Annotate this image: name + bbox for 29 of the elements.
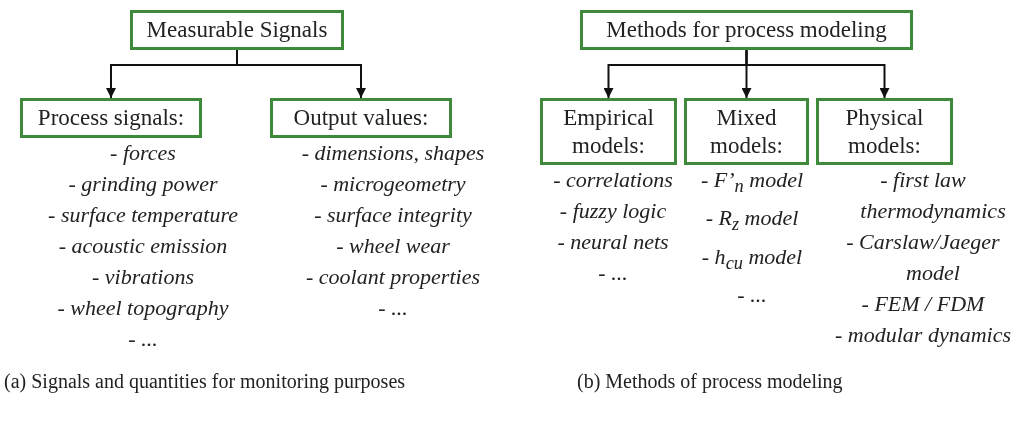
list-item: - Carslaw/Jaeger model (845, 228, 1001, 287)
arrow (745, 49, 890, 99)
figure-caption: (b) Methods of process modeling (577, 369, 844, 395)
list-item: - vibrations (90, 263, 196, 291)
list-item: - wheel wear (335, 232, 451, 260)
list-item: - grinding power (67, 170, 219, 198)
list-item: - surface temperature (47, 201, 239, 229)
list-item: - modular dynamics (834, 321, 1012, 349)
list-item: - surface integrity (313, 201, 473, 229)
list-item: - microgeometry (319, 170, 467, 198)
list-item: - wheel topography (56, 294, 230, 322)
category-box: Measurable Signals (130, 10, 344, 50)
list-item: - R$_{z}$ model (704, 204, 800, 237)
category-box: Methods for process modeling (580, 10, 913, 50)
list-item: - coolant properties (305, 263, 481, 291)
figure-caption: (a) Signals and quantities for monitoring purposes (4, 369, 407, 395)
list-item: - ... (597, 259, 629, 287)
list-item: - dimensions, shapes (300, 139, 486, 167)
list-item: - fuzzy logic (558, 197, 668, 225)
list-item: - acoustic emission (57, 232, 229, 260)
list-item: - forces (109, 139, 177, 167)
list-item: - correlations (552, 166, 674, 194)
list-item: - F’$_{n}$ model (700, 166, 804, 199)
list-item: - h$_{cu}$ model (700, 242, 804, 276)
list-item: - neural nets (556, 228, 670, 256)
arrow (236, 49, 366, 99)
list-item: - FEM / FDM (860, 290, 986, 318)
list-item: - first law thermodynamics (859, 166, 1007, 225)
list-item: - ... (736, 281, 768, 310)
